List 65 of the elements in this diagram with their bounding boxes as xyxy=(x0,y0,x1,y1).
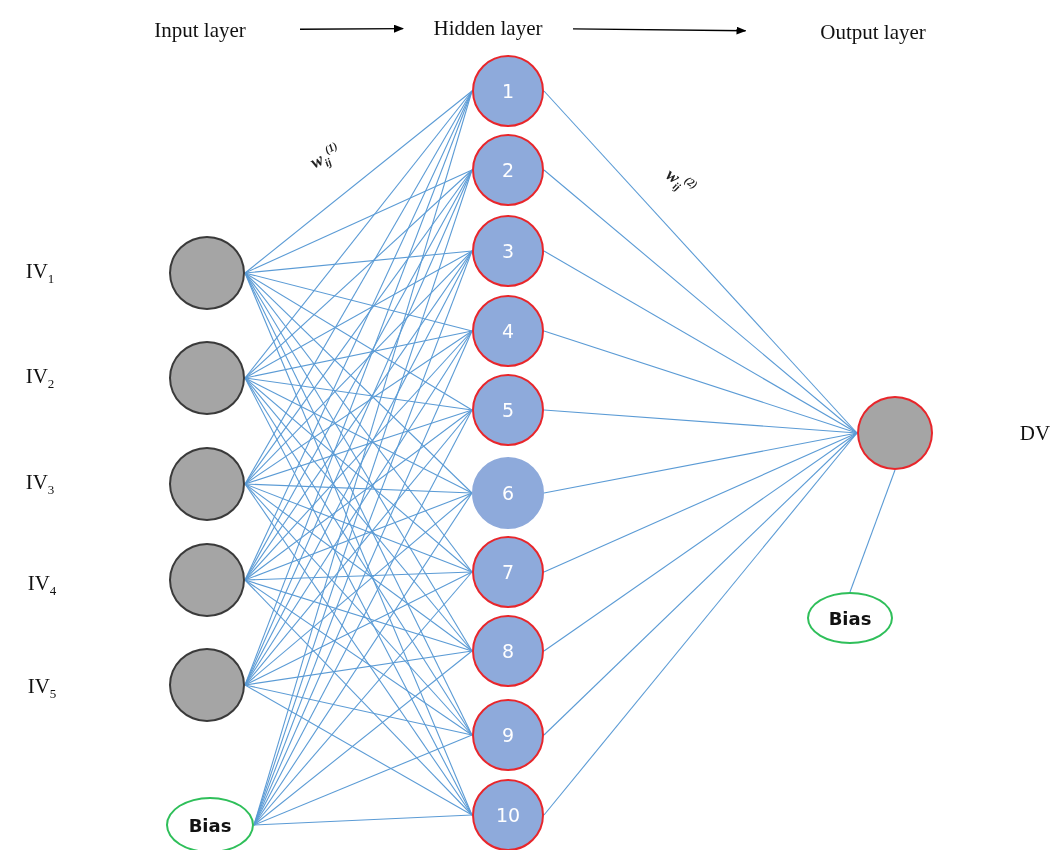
variable-label: DV xyxy=(1019,420,1051,446)
bias-node: Bias xyxy=(807,592,893,644)
connection-line xyxy=(244,169,473,379)
variable-label: IV$_{2}$ xyxy=(25,363,55,393)
hidden-neuron: 7 xyxy=(472,536,544,608)
connection-line xyxy=(244,90,473,379)
layer-title: Input layer xyxy=(135,15,265,45)
connection-line xyxy=(253,814,473,826)
connection-line xyxy=(244,492,473,581)
connection-line xyxy=(244,492,473,686)
connection-line xyxy=(244,483,473,652)
connection-line xyxy=(244,650,473,686)
hidden-neuron: 2 xyxy=(472,134,544,206)
connection-line xyxy=(543,409,858,434)
hidden-neuron: 4 xyxy=(472,295,544,367)
hidden-neuron: 3 xyxy=(472,215,544,287)
hidden-neuron: 6 xyxy=(472,457,544,529)
connection-line xyxy=(244,483,473,573)
connection-line xyxy=(543,432,858,816)
arrow xyxy=(299,24,404,33)
hidden-neuron: 9 xyxy=(472,699,544,771)
connection-line xyxy=(543,90,858,434)
hidden-neuron: 1 xyxy=(472,55,544,127)
arrow xyxy=(572,26,747,35)
connection-line xyxy=(244,250,473,274)
connection-line xyxy=(244,272,473,332)
hidden-neuron: 10 xyxy=(472,779,544,850)
connection-line xyxy=(244,377,473,411)
hidden-neuron: 8 xyxy=(472,615,544,687)
connection-line xyxy=(244,250,473,379)
connection-line xyxy=(244,483,473,494)
connection-line xyxy=(244,377,473,652)
connection-line xyxy=(244,409,473,581)
bias-node: Bias xyxy=(166,797,254,850)
connection-line xyxy=(244,330,473,485)
variable-label: IV$_{4}$ xyxy=(27,570,57,600)
variable-label: IV$_{1}$ xyxy=(25,258,55,288)
connection-line xyxy=(244,330,473,581)
connection-line xyxy=(244,684,473,816)
connection-line xyxy=(244,272,473,411)
connection-line xyxy=(253,734,473,826)
layer-title: Output layer xyxy=(800,17,946,47)
connection-line xyxy=(543,432,858,736)
connection-line xyxy=(244,571,473,581)
connection-line xyxy=(244,90,473,274)
hidden-neuron: 5 xyxy=(472,374,544,446)
connection-line xyxy=(253,650,473,826)
connection-line xyxy=(849,469,896,593)
connection-line xyxy=(244,169,473,274)
variable-label: IV$_{5}$ xyxy=(27,673,57,703)
connection-line xyxy=(244,330,473,379)
connection-line xyxy=(543,169,858,434)
connection-line xyxy=(244,571,473,686)
connection-line xyxy=(244,483,473,736)
connection-line xyxy=(244,579,473,736)
connection-line xyxy=(244,409,473,485)
connection-line xyxy=(244,684,473,736)
connection-line xyxy=(244,579,473,652)
connection-line xyxy=(244,377,473,573)
layer-title: Hidden layer xyxy=(423,13,553,43)
connection-line xyxy=(543,250,858,434)
connection-line xyxy=(543,432,858,573)
connection-line xyxy=(244,409,473,686)
connection-line xyxy=(543,432,858,652)
variable-label: IV$_{3}$ xyxy=(25,469,55,499)
